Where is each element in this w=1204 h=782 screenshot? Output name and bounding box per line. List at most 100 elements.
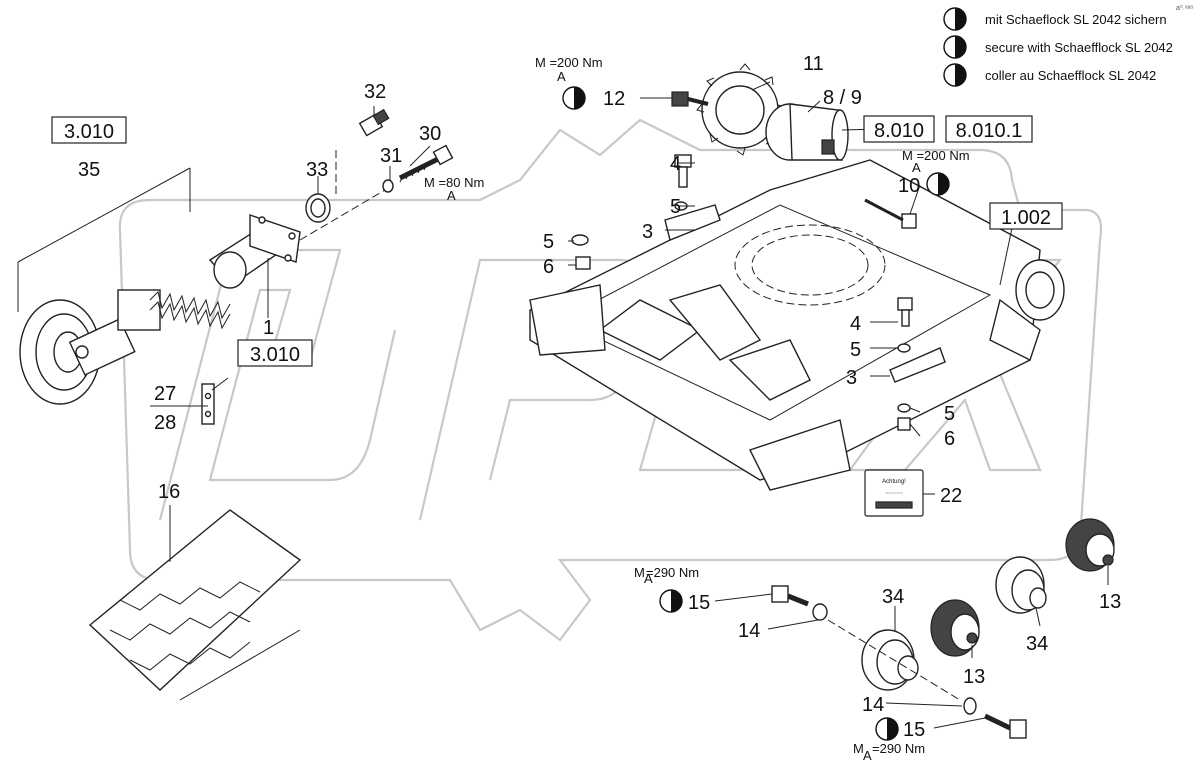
callout-5-left: 5 bbox=[543, 231, 554, 253]
callout-34-left: 34 bbox=[882, 586, 904, 608]
callout-10: 10 bbox=[898, 175, 920, 197]
callout-14-right: 14 bbox=[862, 694, 884, 716]
callout-34-right: 34 bbox=[1026, 633, 1048, 655]
roller-13-middle bbox=[930, 599, 980, 657]
callout-11: 11 bbox=[803, 53, 824, 75]
washer-14-right bbox=[963, 697, 977, 715]
bolt-15-right bbox=[983, 713, 1027, 739]
washer-5-right bbox=[897, 343, 911, 353]
ref-box-label: 3.010 bbox=[250, 344, 300, 366]
washer-31 bbox=[382, 179, 394, 193]
ref-box-80101: 8.010.1 bbox=[945, 115, 1033, 143]
legend-text-en: secure with Schaefflock SL 2042 bbox=[985, 40, 1173, 55]
nut-6-left bbox=[575, 256, 591, 270]
callout-31: 31 bbox=[380, 145, 402, 167]
roller-13-right bbox=[1065, 518, 1115, 572]
bolt-4-top bbox=[674, 154, 692, 188]
nut-6-lower bbox=[897, 417, 911, 431]
roller-34-right bbox=[995, 556, 1047, 614]
ref-box-8010: 8.010 bbox=[863, 115, 935, 143]
callout-3-right: 3 bbox=[846, 367, 857, 389]
callout-35: 35 bbox=[78, 159, 100, 181]
plate-27-28 bbox=[201, 377, 229, 425]
ref-box-label: 3.010 bbox=[64, 121, 114, 143]
callout-13-middle: 13 bbox=[963, 666, 985, 688]
callout-4-right: 4 bbox=[850, 313, 861, 335]
callout-4-top: 4 bbox=[670, 153, 681, 175]
ref-box-3010-bottom: 3.010 bbox=[237, 339, 313, 367]
torque-200-right: M =200 Nm A bbox=[902, 148, 970, 196]
torque-290-bottom: M A =290 Nm bbox=[853, 717, 925, 763]
washer-5-left bbox=[571, 234, 589, 246]
bolt-12 bbox=[671, 91, 709, 107]
callout-30: 30 bbox=[419, 123, 441, 145]
legend: mit Schaeflock SL 2042 sichern secure wi… bbox=[943, 4, 1193, 87]
half-circle-icon bbox=[562, 86, 586, 110]
torque-sub: A bbox=[447, 188, 456, 203]
travel-motor-8-9 bbox=[765, 103, 849, 161]
callout-5-right: 5 bbox=[850, 339, 861, 361]
callout-16: 16 bbox=[158, 481, 180, 503]
callout-6-lower: 6 bbox=[944, 428, 955, 450]
callout-12: 12 bbox=[603, 88, 625, 110]
ref-box-3010-top: 3.010 bbox=[51, 116, 127, 144]
half-circle-icon bbox=[659, 589, 683, 613]
ref-box-1002: 1.002 bbox=[989, 202, 1063, 230]
legend-item-en: secure with Schaefflock SL 2042 bbox=[943, 35, 1173, 59]
callout-27: 27 bbox=[154, 383, 176, 405]
callout-5-top: 5 bbox=[670, 196, 681, 218]
ref-box-label: 8.010.1 bbox=[956, 120, 1023, 142]
half-circle-icon bbox=[875, 717, 899, 741]
washer-5-lower bbox=[897, 403, 911, 413]
callout-3-top: 3 bbox=[642, 221, 653, 243]
torque-value: =290 Nm bbox=[646, 565, 699, 580]
torque-200-top: M =200 Nm A bbox=[535, 55, 603, 110]
callout-numbers: 35 32 30 33 31 1 27 28 16 11 8 / 9 12 4 … bbox=[78, 53, 1121, 741]
rubber-track bbox=[88, 505, 302, 701]
torque-sub: A bbox=[912, 160, 921, 175]
bolt-10 bbox=[864, 198, 917, 229]
callout-15-left: 15 bbox=[688, 592, 710, 614]
callout-32: 32 bbox=[364, 81, 386, 103]
half-circle-icon bbox=[943, 7, 967, 31]
callout-33: 33 bbox=[306, 159, 328, 181]
callout-13-right: 13 bbox=[1099, 591, 1121, 613]
torque-sub: A bbox=[557, 69, 566, 84]
torque-value: =290 Nm bbox=[872, 741, 925, 756]
torque-sub: A bbox=[863, 748, 872, 763]
torque-label: M bbox=[853, 741, 864, 756]
ref-box-label: 8.010 bbox=[874, 120, 924, 142]
legend-text-de: mit Schaeflock SL 2042 sichern bbox=[985, 12, 1167, 27]
roller-34-left bbox=[861, 629, 919, 691]
callout-15-right: 15 bbox=[903, 719, 925, 741]
legend-item-fr: coller au Schaefflock SL 2042 bbox=[943, 63, 1156, 87]
callout-5-lower: 5 bbox=[944, 403, 955, 425]
torque-sub: A bbox=[644, 571, 653, 586]
slewing-ring bbox=[734, 224, 886, 306]
ref-box-label: 1.002 bbox=[1001, 207, 1051, 229]
torque-80: M =80 Nm A bbox=[424, 175, 484, 203]
torque-290-left: M A =290 Nm bbox=[634, 565, 699, 613]
legend-item-de: mit Schaeflock SL 2042 sichern bbox=[943, 7, 1167, 31]
bolt-15-left bbox=[771, 585, 809, 607]
torque-label: M =200 Nm bbox=[535, 55, 603, 70]
warning-plate-body: ~~~~~~ bbox=[885, 491, 903, 497]
drive-sprocket-11 bbox=[696, 63, 786, 156]
half-circle-icon bbox=[926, 172, 950, 196]
callout-1: 1 bbox=[263, 317, 274, 339]
half-circle-icon bbox=[943, 35, 967, 59]
callout-8-9: 8 / 9 bbox=[823, 87, 862, 109]
torque-label: M bbox=[634, 565, 645, 580]
bolt-4-right bbox=[897, 297, 913, 327]
clamp-3-right bbox=[889, 347, 946, 383]
bolt-30 bbox=[398, 144, 454, 183]
callout-14-left: 14 bbox=[738, 620, 760, 642]
warning-plate-title: Achtung! bbox=[882, 479, 906, 485]
torque-label: M =200 Nm bbox=[902, 148, 970, 163]
grease-nipple-32 bbox=[358, 108, 390, 137]
callout-6-left: 6 bbox=[543, 256, 554, 278]
washer-14-left bbox=[812, 603, 828, 621]
half-circle-icon bbox=[943, 63, 967, 87]
callout-28: 28 bbox=[154, 412, 176, 434]
